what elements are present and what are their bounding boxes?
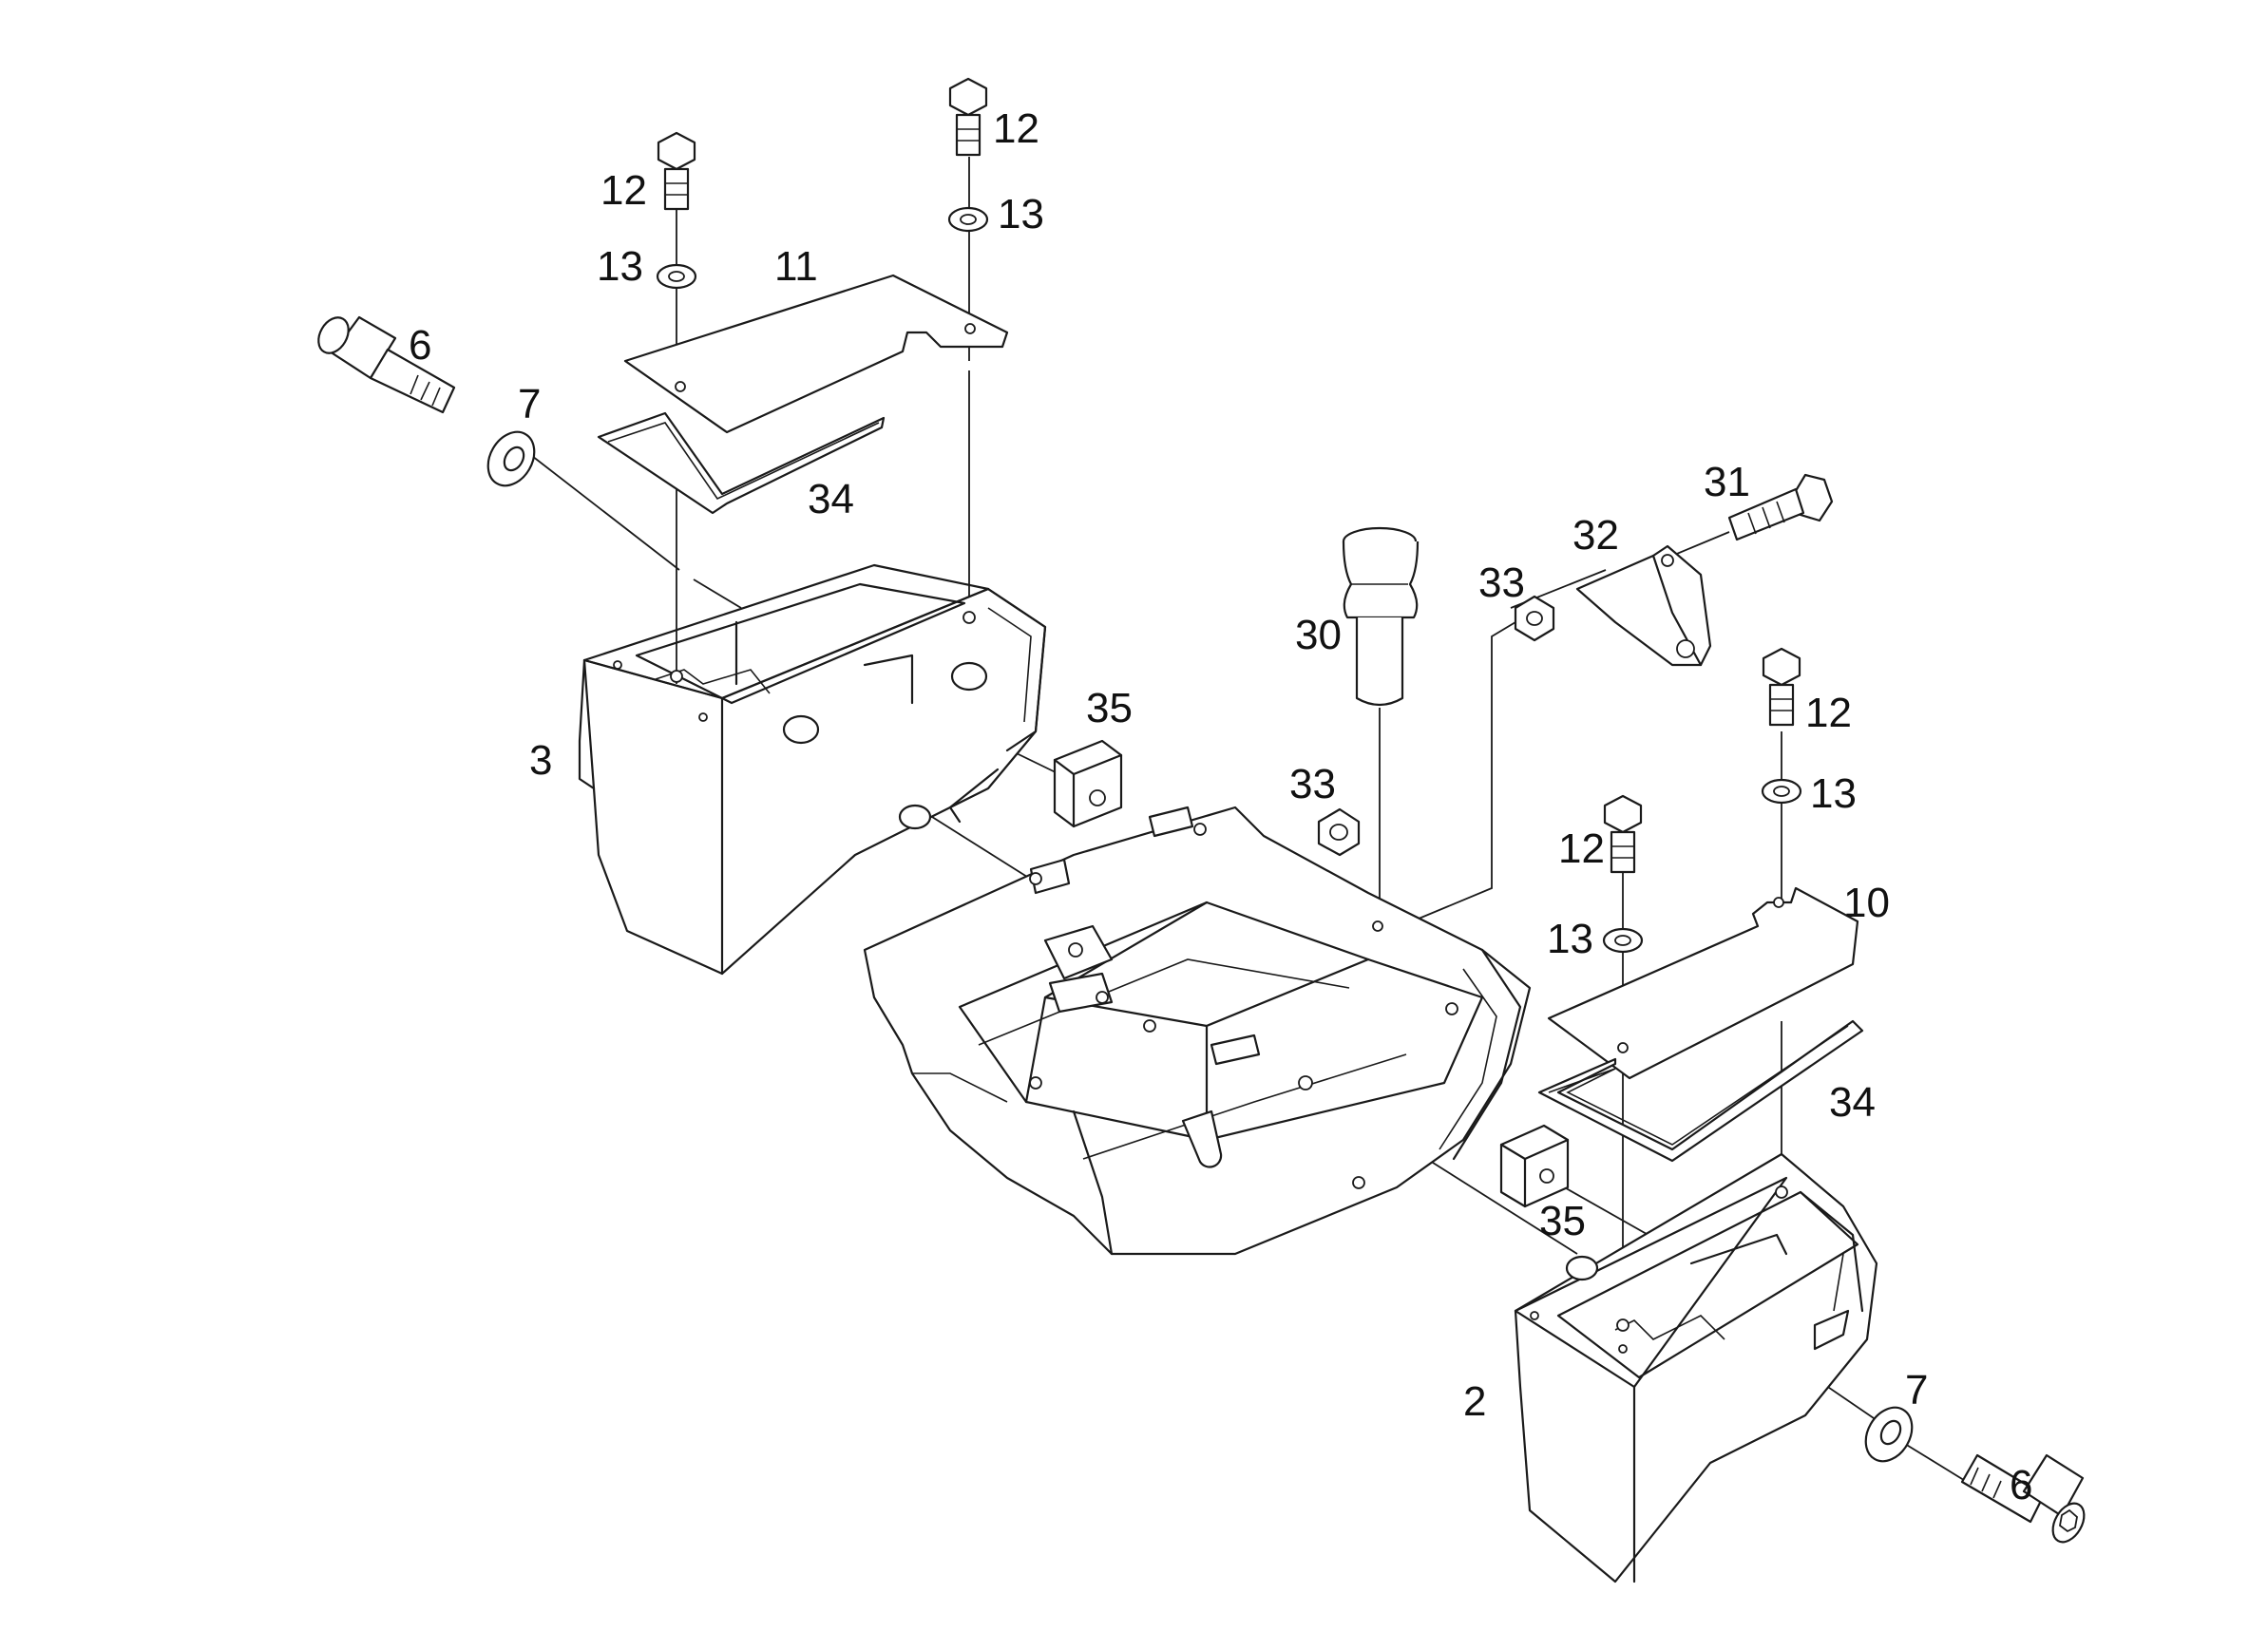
callout-35-left: 35 xyxy=(1086,685,1133,731)
bolt-12-left-a xyxy=(657,131,696,211)
gasket-34-left xyxy=(597,411,886,515)
callout-13-c: 13 xyxy=(1810,770,1857,817)
callout-7-left: 7 xyxy=(518,381,541,427)
washer-13-left-b-hole xyxy=(960,214,977,225)
callout-7-right: 7 xyxy=(1905,1367,1928,1413)
bolt-12-left-b xyxy=(948,77,988,157)
housing-3 xyxy=(578,563,1047,976)
callout-10: 10 xyxy=(1843,880,1890,926)
washer-7-right xyxy=(1864,1406,1914,1463)
callout-13-b: 13 xyxy=(998,191,1044,237)
clip-35-right xyxy=(1499,1124,1570,1208)
callout-11: 11 xyxy=(774,243,818,290)
washer-13-right-a-hole xyxy=(1773,786,1790,797)
bolt-12-right-b xyxy=(1603,794,1643,874)
callout-2: 2 xyxy=(1463,1378,1486,1425)
gasket-34-right xyxy=(1537,1019,1864,1163)
bracket-32 xyxy=(1575,544,1712,667)
washer-13-right-b-hole xyxy=(1614,935,1631,946)
callout-12-d: 12 xyxy=(1558,825,1605,872)
callout-6-left: 6 xyxy=(409,322,431,369)
callout-6-right: 6 xyxy=(2010,1462,2032,1508)
callout-35-right: 35 xyxy=(1539,1198,1586,1244)
clip-35-left xyxy=(1053,739,1123,828)
callout-13-d: 13 xyxy=(1547,916,1593,962)
callout-33-a: 33 xyxy=(1478,559,1525,606)
cover-10 xyxy=(1547,886,1859,1080)
pin-30 xyxy=(1342,526,1420,707)
bolt-6-left xyxy=(317,315,456,414)
callout-32: 32 xyxy=(1572,512,1619,559)
bolt-31 xyxy=(1727,473,1834,541)
nut-33-right xyxy=(1514,595,1555,642)
washer-13-left-a-hole xyxy=(668,271,685,282)
callout-33-b: 33 xyxy=(1289,761,1336,807)
nut-33-center xyxy=(1317,807,1361,857)
bolt-6-right xyxy=(1960,1453,2086,1544)
bolt-12-right-a xyxy=(1762,647,1801,727)
callout-31: 31 xyxy=(1704,459,1750,505)
callout-13-a: 13 xyxy=(597,243,643,290)
cover-11 xyxy=(623,274,1009,434)
callout-34-left: 34 xyxy=(808,476,854,522)
callout-12-a: 12 xyxy=(600,167,647,214)
callout-34-right: 34 xyxy=(1829,1079,1876,1126)
frame-chassis xyxy=(863,806,1532,1256)
housing-2 xyxy=(1514,1152,1878,1584)
callout-12-b: 12 xyxy=(993,105,1039,152)
callout-labels: 2 3 6 6 7 7 10 11 12 12 12 12 13 13 13 1… xyxy=(409,105,2032,1508)
callout-12-c: 12 xyxy=(1805,690,1852,736)
washer-7-left xyxy=(486,430,536,487)
callout-30: 30 xyxy=(1295,612,1342,658)
callout-3: 3 xyxy=(529,737,552,784)
